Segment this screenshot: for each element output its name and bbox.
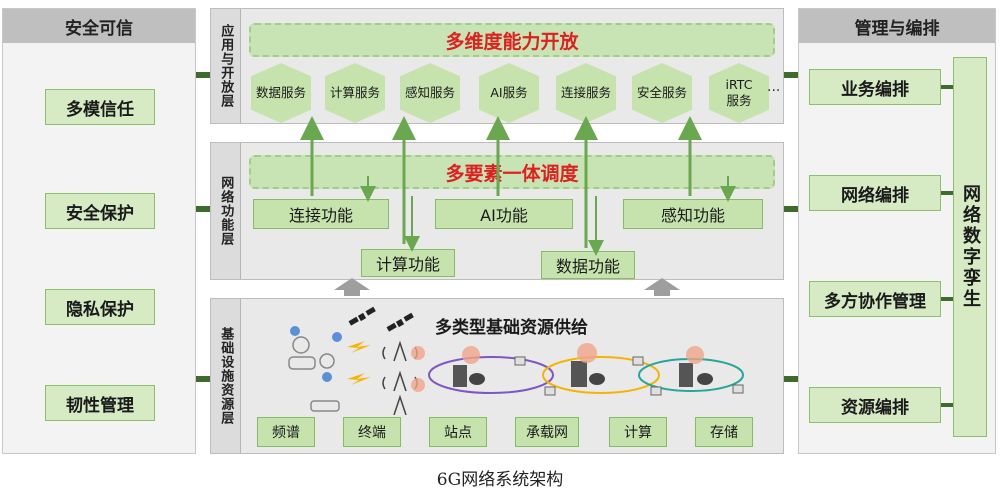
left-connector-mid [196,206,210,212]
security-trust-panel: 安全可信 多模信任 安全保护 隐私保护 韧性管理 [2,8,196,454]
transport-ring [542,356,660,394]
application-layer-label: 应用与开放层 [211,9,241,123]
lightning-icon [347,341,371,353]
service-hex-data: 数据服务 [251,63,311,123]
service-hex-compute: 计算服务 [325,63,385,123]
lightning-icon [347,373,371,385]
grey-up-arrow [334,278,370,296]
multi-mode-trust-box: 多模信任 [45,89,155,125]
network-digital-twin-box: 网络数字孪生 [953,57,987,437]
service-orchestration-box: 业务编排 [809,69,941,105]
grey-up-arrow [644,278,680,296]
twin-connector-3 [941,297,953,301]
twin-connector-2 [941,191,953,195]
right-connector-bottom [784,376,798,382]
location-pin-icon [332,332,342,342]
storage-icon [697,373,713,385]
brain-icon [577,343,597,363]
sensing-function-box: 感知功能 [623,199,763,229]
infrastructure-resource-layer: 基础设施资源层 多类型基础资源供给 [210,298,784,454]
resource-compute-box: 计算 [609,417,667,447]
network-layer-label: 网络功能层 [211,143,241,279]
brain-icon [686,346,704,364]
switch-icon [632,356,644,366]
security-protection-box: 安全保护 [45,193,155,229]
server-icon [679,363,693,387]
robot-icon [319,353,335,369]
service-hex-security: 安全服务 [632,63,692,123]
compute-function-box: 计算功能 [361,249,455,277]
management-orchestration-title: 管理与编排 [799,9,995,43]
server-icon [453,365,467,387]
location-pin-icon [322,372,332,382]
satellite-icon [386,312,414,332]
switch-icon [514,356,526,366]
satellite-icon [348,306,376,326]
management-orchestration-panel: 管理与编排 业务编排 网络编排 多方协作管理 资源编排 网络数字孪生 [798,8,996,454]
twin-connector-4 [941,403,953,407]
connection-function-box: 连接功能 [253,199,389,229]
infrastructure-illustration [288,306,744,415]
multi-element-scheduling-banner: 多要素一体调度 [249,155,775,189]
service-hex-ai: AI服务 [479,63,539,123]
service-hex-irtc: iRTC 服务 [709,63,769,123]
brain-icon [462,346,480,364]
left-connector-bottom [196,376,210,382]
multi-party-collaboration-box: 多方协作管理 [809,281,941,317]
twin-connector-1 [941,85,953,89]
figure-caption: 6G网络系统架构 [436,469,564,490]
network-orchestration-box: 网络编排 [809,175,941,211]
service-hex-sensing: 感知服务 [400,63,460,123]
infrastructure-layer-label: 基础设施资源层 [211,299,241,453]
brain-icon [411,346,425,360]
right-connector-top [784,72,798,78]
storage-icon [469,373,485,385]
resilience-management-box: 韧性管理 [45,385,155,421]
resource-transport-box: 承载网 [515,417,579,447]
service-hex-connection: 连接服务 [556,63,616,123]
switch-icon [650,386,662,396]
privacy-protection-box: 隐私保护 [45,289,155,325]
resource-terminal-box: 终端 [343,417,401,447]
right-connector-mid [784,206,798,212]
security-trust-title: 安全可信 [3,9,195,43]
more-services-ellipsis: ··· [767,83,781,99]
ai-function-box: AI功能 [435,199,573,229]
transport-ring [428,356,554,394]
left-connector-top [196,72,210,78]
multi-dimension-capability-banner: 多维度能力开放 [249,23,775,57]
resource-orchestration-box: 资源编排 [809,387,941,423]
location-pin-icon [290,326,300,336]
server-icon [571,361,587,387]
switch-icon [732,384,744,394]
storage-icon [589,373,605,385]
resource-supply-title: 多类型基础资源供给 [435,318,588,338]
brain-icon [411,378,425,392]
resource-site-box: 站点 [429,417,487,447]
vr-headset-icon [288,356,316,370]
car-icon [310,400,340,412]
switch-icon [544,386,556,396]
drone-icon [292,336,310,354]
resource-spectrum-box: 频谱 [257,417,315,447]
resource-storage-box: 存储 [695,417,753,447]
